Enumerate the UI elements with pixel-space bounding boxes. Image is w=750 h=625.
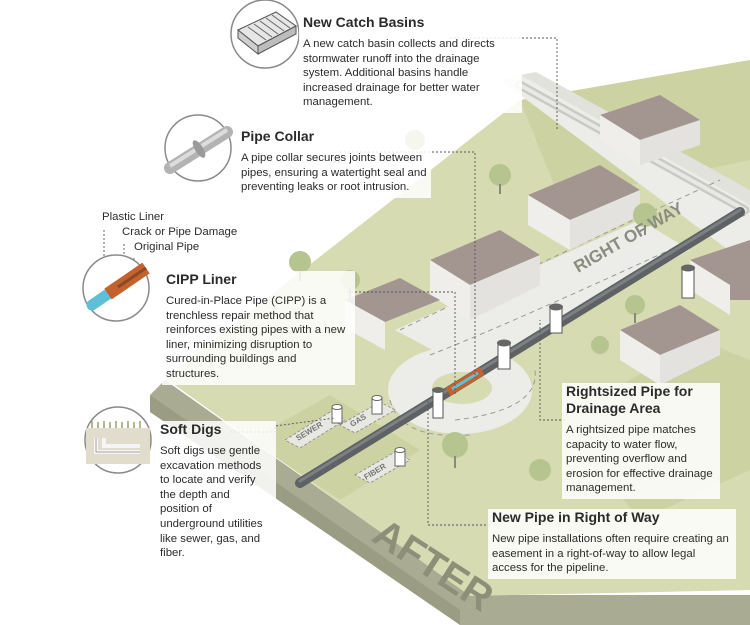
house	[345, 278, 440, 350]
original-pipe-label: Original Pipe	[134, 241, 200, 253]
new-pipe-row-title: New Pipe in Right of Way	[492, 509, 660, 525]
plastic-liner-label: Plastic Liner	[102, 211, 165, 223]
house	[620, 305, 720, 385]
rightsized-pipe-body: A rightsized pipe matches capacity to wa…	[566, 424, 713, 495]
catch-basins-title: New Catch Basins	[303, 14, 425, 30]
house	[528, 165, 640, 250]
soft-digs-body: Soft digs use gentle excavation methods …	[160, 445, 263, 560]
pipe-collar-body: A pipe collar secures joints between pip…	[241, 152, 427, 194]
soft-dig-icon	[84, 406, 152, 474]
cipp-liner-icon	[82, 254, 150, 322]
pipe-collar-title: Pipe Collar	[241, 128, 315, 144]
house	[600, 95, 700, 165]
cul-de-sac-road	[395, 220, 690, 370]
pipe-collar-icon	[164, 114, 233, 182]
pipe-collar-callout: Pipe Collar A pipe collar secures joints…	[237, 128, 431, 198]
cipp-liner-callout: CIPP Liner Cured-in-Place Pipe (CIPP) is…	[162, 271, 355, 385]
cipp-liner-title: CIPP Liner	[166, 271, 237, 287]
catch-basins-callout: New Catch Basins A new catch basin colle…	[299, 14, 522, 113]
new-pipe-row-body: New pipe installations often require cre…	[492, 533, 729, 575]
house	[690, 240, 750, 315]
catch-basins-body: A new catch basin collects and directs s…	[303, 38, 495, 109]
grate-icon	[230, 0, 300, 69]
manholes	[432, 264, 695, 419]
soft-digs-callout: Soft Digs Soft digs use gentle excavatio…	[156, 421, 276, 564]
main-road	[500, 75, 750, 255]
rightsized-pipe-title: Rightsized Pipe for Drainage Area	[566, 383, 693, 416]
crack-damage-label: Crack or Pipe Damage	[122, 226, 238, 238]
utility-lines: SEWER GAS FIBER	[284, 395, 411, 484]
houses	[345, 95, 750, 385]
house	[430, 230, 540, 320]
cipp-liner-body: Cured-in-Place Pipe (CIPP) is a trenchle…	[166, 295, 346, 380]
soft-digs-title: Soft Digs	[160, 421, 222, 437]
new-pipe-row-callout: New Pipe in Right of Way New pipe instal…	[488, 509, 736, 579]
new-pipe	[295, 207, 745, 488]
rightsized-pipe-callout: Rightsized Pipe for Drainage Area A righ…	[562, 383, 720, 499]
